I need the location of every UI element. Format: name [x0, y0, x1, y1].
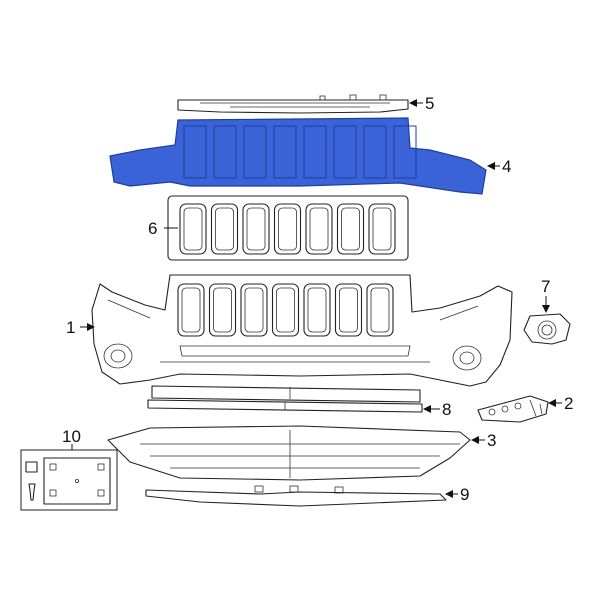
grille-insert-slot-inner	[183, 207, 203, 251]
part-grille-insert[interactable]	[167, 195, 409, 261]
absorber-rib	[213, 125, 237, 179]
bumper-grille-slot-inner	[339, 287, 358, 333]
callout-1: 1	[66, 318, 75, 337]
callout-3: 3	[487, 431, 496, 450]
absorber-rib	[273, 125, 297, 179]
grille-insert-slot	[273, 203, 302, 255]
part-air-deflector[interactable]	[145, 485, 447, 507]
part-bumper-cover[interactable]	[91, 274, 513, 387]
bumper-grille-slot-inner	[370, 287, 390, 333]
callout-6: 6	[148, 219, 157, 238]
bumper-grille-slot-inner	[276, 287, 295, 333]
grille-insert-slot-inner	[309, 207, 329, 251]
callout-7: 7	[541, 277, 550, 296]
absorber-rib	[243, 125, 267, 179]
bumper-grille-slot	[240, 283, 268, 337]
grille-insert-slot-inner	[278, 207, 297, 251]
callout-9: 9	[460, 485, 469, 504]
callout-labels: 5 4 6 1 7 2 8 3 9 10	[62, 94, 573, 504]
grille-insert-slot	[242, 203, 270, 255]
grille-insert-slot	[368, 203, 396, 255]
absorber-rib	[303, 125, 327, 179]
part-fog-bezel[interactable]	[523, 313, 571, 345]
bumper-grille-slot	[208, 283, 237, 337]
part-side-bracket[interactable]	[477, 395, 549, 423]
bumper-grille-slot-inner	[181, 287, 201, 333]
part-energy-absorber[interactable]	[109, 117, 487, 195]
bumper-grille-slot-inner	[307, 287, 327, 333]
callout-5: 5	[425, 94, 434, 113]
callout-4: 4	[502, 157, 511, 176]
bumper-grille-slot-inner	[213, 287, 232, 333]
grille-insert-slot-inner	[215, 207, 234, 251]
grille-insert-slot	[305, 203, 333, 255]
leader-lines	[71, 99, 562, 498]
grille-insert-slot-inner	[341, 207, 360, 251]
callout-8: 8	[442, 400, 451, 419]
bumper-grille-slot	[303, 283, 331, 337]
grille-insert-slot	[336, 203, 365, 255]
absorber-rib	[333, 125, 357, 179]
grille-insert-slot	[179, 203, 207, 255]
callout-2: 2	[564, 394, 573, 413]
part-upper-strip[interactable]	[177, 94, 409, 114]
grille-insert-slot-inner	[372, 207, 392, 251]
callout-10: 10	[62, 427, 81, 446]
part-plate-bracket-kit[interactable]	[20, 449, 118, 511]
bumper-grille-slot	[177, 283, 205, 337]
bumper-grille-slot	[271, 283, 300, 337]
bumper-grille-slot	[366, 283, 394, 337]
absorber-rib	[183, 125, 207, 179]
absorber-rib	[393, 125, 417, 179]
grille-insert-slot-inner	[246, 207, 266, 251]
absorber-rib	[363, 125, 387, 179]
bumper-grille-slot-inner	[244, 287, 264, 333]
part-lower-valance[interactable]	[107, 425, 471, 481]
grille-insert-slot	[210, 203, 239, 255]
bumper-grille-slot	[334, 283, 363, 337]
part-lower-trim[interactable]	[147, 385, 423, 413]
